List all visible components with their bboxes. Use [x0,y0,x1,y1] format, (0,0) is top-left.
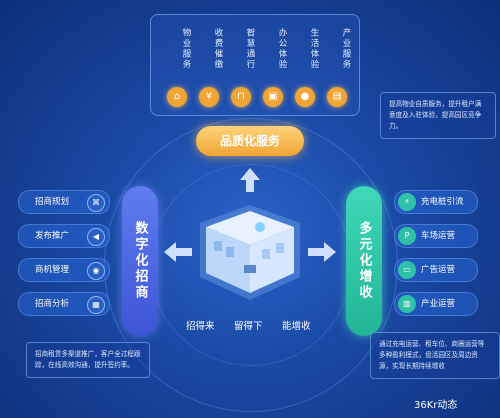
digital-investment-pillar: 数字化招商 [122,186,158,336]
quality-service-pill: 品质化服务 [196,126,304,156]
right-item: P 车场运营 [394,224,478,248]
right-item-label: 产业运营 [421,299,456,309]
industry-icon: ▤ [327,87,347,107]
service-label: 产业服务 [341,28,351,70]
right-item: ▭ 广告运营 [394,258,478,282]
right-item-label: 车场运营 [421,231,456,241]
investment-note: 招商租赁多渠道推广，客户全过程跟踪，在线高效沟通，提升签约率。 [26,342,150,378]
arrow-right [308,242,336,262]
service-label: 收费催缴 [213,28,223,70]
left-item-label: 招商分析 [35,299,70,309]
service-note: 提高物业自质服务，提升租户满意度及入驻体验，提高园区竞争力。 [380,92,496,139]
park-building-illustration [200,205,300,300]
left-item-label: 发布推广 [35,231,70,241]
briefcase-icon: ▣ [263,87,283,107]
ad-icon: ▭ [398,261,416,279]
gate-icon: ⊓ [231,87,251,107]
left-item-label: 商机管理 [35,265,70,275]
left-item: 招商分析 ▦ [18,292,110,316]
left-item: 招商规划 ⌘ [18,190,110,214]
revenue-label: 能增收 [282,321,311,332]
left-item: 发布推广 ◀ [18,224,110,248]
service-label: 物业服务 [181,28,191,70]
charger-icon: ⚡ [398,193,416,211]
right-item-label: 广告运营 [421,265,456,275]
analysis-icon: ▦ [87,296,105,314]
person-icon: ● [295,87,315,107]
service-label: 办公体验 [277,28,287,70]
diversified-revenue-pillar: 多元化增收 [346,186,382,336]
home-icon: ⌂ [167,87,187,107]
revenue-note: 通过充电运营、租车位、商圈运营等多种盈利模式，盘活园区及周边资源，实现长期持续增… [370,332,500,379]
watermark: 36Kr动态 [414,400,458,411]
right-item: ▥ 产业运营 [394,292,478,316]
left-item: 商机管理 ◉ [18,258,110,282]
plan-icon: ⌘ [87,194,105,212]
megaphone-icon: ◀ [87,228,105,246]
right-item-label: 充电桩引流 [421,197,464,207]
right-item: ⚡ 充电桩引流 [394,190,478,214]
service-panel: 物业服务 收费催缴 智慧通行 办公体验 生活体验 产业服务 ⌂ ¥ ⊓ ▣ ● … [150,14,360,116]
billing-icon: ¥ [199,87,219,107]
attract-label: 招得来 [186,321,215,332]
industry-ops-icon: ▥ [398,295,416,313]
service-label: 生活体验 [309,28,319,70]
arrow-left [164,242,192,262]
location-icon: ◉ [87,262,105,280]
service-label: 智慧通行 [245,28,255,70]
retain-label: 留得下 [234,321,263,332]
arrow-up [240,168,260,192]
parking-icon: P [398,227,416,245]
left-item-label: 招商规划 [35,197,70,207]
